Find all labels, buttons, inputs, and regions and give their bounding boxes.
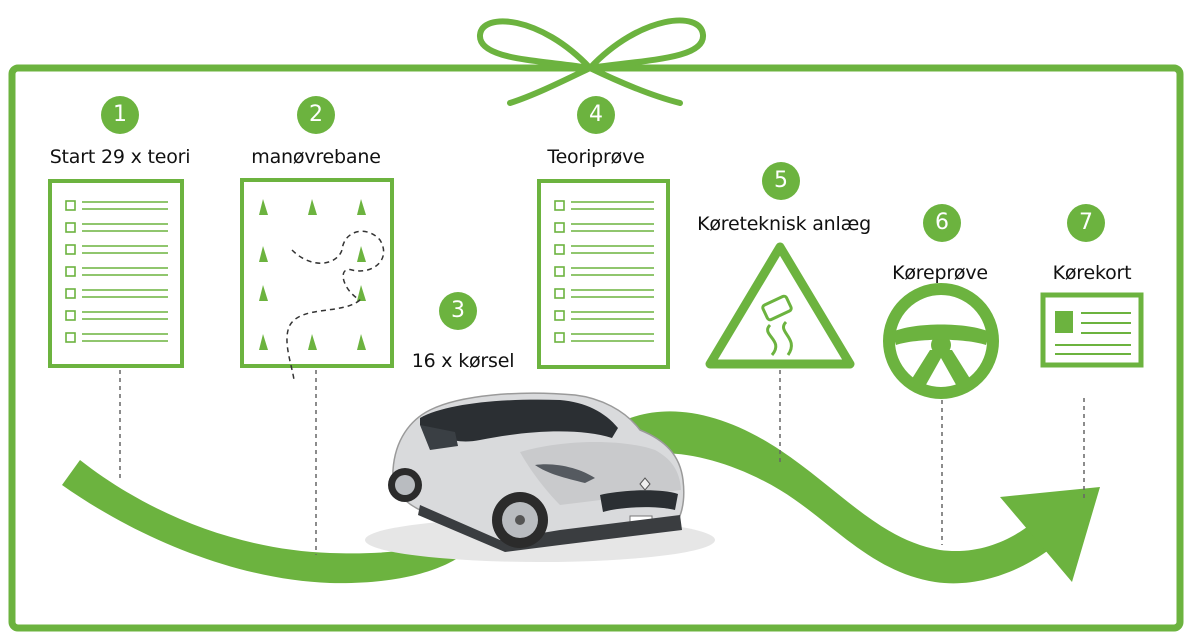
steering-wheel-icon xyxy=(883,283,999,399)
slippery-road-sign-icon xyxy=(705,242,855,369)
dashed-connectors xyxy=(119,370,1085,555)
step-1-number: 1 xyxy=(101,96,139,134)
step-7-number: 7 xyxy=(1067,204,1105,242)
step-5-number: 5 xyxy=(762,162,800,200)
car-image xyxy=(365,392,715,562)
checklist-icon xyxy=(537,179,670,369)
step-4-label: Teoriprøve xyxy=(547,146,645,168)
step-3-label: 16 x kørsel xyxy=(411,350,515,372)
step-3-number: 3 xyxy=(439,292,477,330)
road-arrow xyxy=(62,411,1100,584)
step-7-label: Kørekort xyxy=(1052,262,1132,284)
step-2-number: 2 xyxy=(297,96,335,134)
step-4-number: 4 xyxy=(577,96,615,134)
ribbon-bow-icon xyxy=(477,17,706,106)
step-6-label: Køreprøve xyxy=(892,262,988,284)
step-2-label: manøvrebane xyxy=(251,146,381,168)
traffic-cones-icon xyxy=(240,178,394,381)
step-6-number: 6 xyxy=(923,204,961,242)
checklist-icon xyxy=(48,179,184,368)
step-1-label: Start 29 x teori xyxy=(49,146,191,168)
step-5-label: Køreteknisk anlæg xyxy=(697,213,871,235)
driving-license-card-icon xyxy=(1040,292,1144,368)
